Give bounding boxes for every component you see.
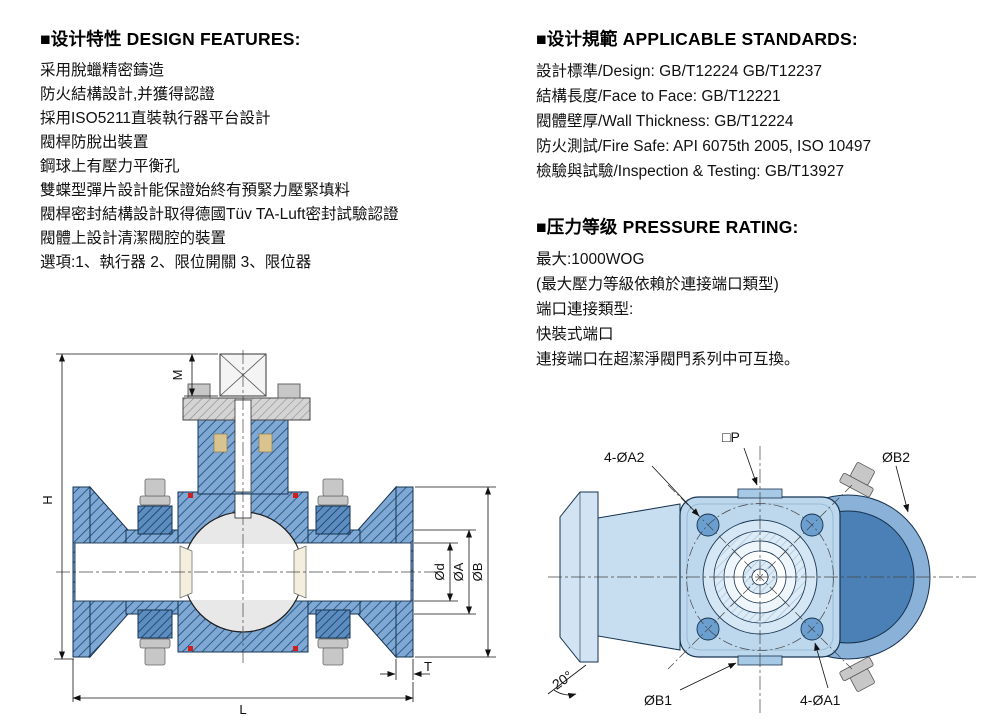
design-feature-item: 閥桿防脫出裝置 [40, 134, 149, 151]
standard-item: 設計標準/Design: GB/T12224 GB/T12237 [536, 63, 823, 80]
pressure-item: 快裝式端口 [536, 326, 614, 343]
design-features-title: ■设计特性 DESIGN FEATURES: [40, 29, 301, 49]
label-angle-20: 20° [549, 667, 576, 692]
design-feature-item: 雙蝶型彈片設計能保證始終有預緊力壓緊填料 [40, 182, 351, 199]
pressure-item: 最大:1000WOG [536, 251, 645, 268]
seal-marks [188, 493, 298, 651]
leader-lines [547, 447, 910, 699]
standard-item: 防火測試/Fire Safe: API 6075th 2005, ISO 104… [536, 138, 872, 155]
label-square-p: □P [722, 429, 740, 445]
design-feature-item: 采用脫蠟精密鑄造 [40, 62, 165, 79]
dim-label-m: M [170, 370, 185, 381]
pressure-rating-title: ■压力等级 PRESSURE RATING: [536, 217, 799, 237]
design-feature-item: 閥體上設計清潔閥腔的裝置 [40, 230, 227, 247]
design-feature-item: 鋼球上有壓力平衡孔 [40, 158, 180, 175]
standard-item: 檢驗與試驗/Inspection & Testing: GB/T13927 [536, 163, 845, 180]
standard-item: 結構長度/Face to Face: GB/T12221 [536, 88, 781, 105]
dim-label-b: ØB [470, 563, 485, 582]
packing-seal [258, 433, 273, 453]
label-4-oa2: 4-ØA2 [604, 449, 645, 465]
valve-cross-section-svg: H M Ød ØA ØB T L [40, 350, 496, 717]
flange-nut [277, 383, 301, 399]
dim-label-l: L [239, 702, 246, 717]
design-feature-item: 採用ISO5211直裝執行器平台設計 [40, 110, 271, 127]
standards-and-pressure-section: ■设计規範 APPLICABLE STANDARDS: 設計標準/Design:… [536, 26, 986, 372]
label-ob1: ØB1 [644, 692, 672, 708]
pressure-item: (最大壓力等級依賴於連接端口類型) [536, 276, 779, 293]
valve-end-view-svg: 4-ØA2 □P ØB2 20° ØB1 4-ØA1 [547, 429, 976, 714]
packing-seal [213, 433, 228, 453]
valve-seat [179, 545, 193, 599]
dim-label-h: H [40, 495, 55, 504]
label-4-oa1: 4-ØA1 [800, 692, 841, 708]
dim-label-t: T [424, 659, 432, 674]
design-feature-item: 閥桿密封結構設計取得德國Tüv TA-Luft密封試驗認證 [40, 206, 399, 223]
clamp-bolts [139, 478, 349, 666]
dim-label-a: ØA [451, 562, 466, 581]
dimension-labels: H M Ød ØA ØB T L [40, 370, 485, 717]
valve-cross-section-drawing: H M Ød ØA ØB T L [38, 350, 510, 726]
pressure-item: 連接端口在超潔淨閥門系列中可互換。 [536, 351, 800, 368]
stem-assembly [182, 353, 311, 495]
design-feature-item: 防火結構設計,并獲得認證 [40, 86, 215, 103]
pressure-item: 端口連接類型: [536, 301, 634, 318]
dimension-lines [54, 353, 496, 702]
centerlines [56, 350, 438, 666]
label-ob2: ØB2 [882, 449, 910, 465]
flange-bolts [839, 462, 875, 692]
valve-end-view-drawing: 4-ØA2 □P ØB2 20° ØB1 4-ØA1 [540, 422, 988, 726]
standard-item: 閥體壁厚/Wall Thickness: GB/T12224 [536, 113, 794, 130]
dim-label-d: Ød [432, 563, 447, 580]
design-feature-item: 選項:1、執行器 2、限位開關 3、限位器 [40, 254, 312, 271]
applicable-standards-title: ■设计規範 APPLICABLE STANDARDS: [536, 29, 858, 49]
design-features-section: ■设计特性 DESIGN FEATURES: 采用脫蠟精密鑄造 防火結構設計,并… [40, 26, 520, 275]
